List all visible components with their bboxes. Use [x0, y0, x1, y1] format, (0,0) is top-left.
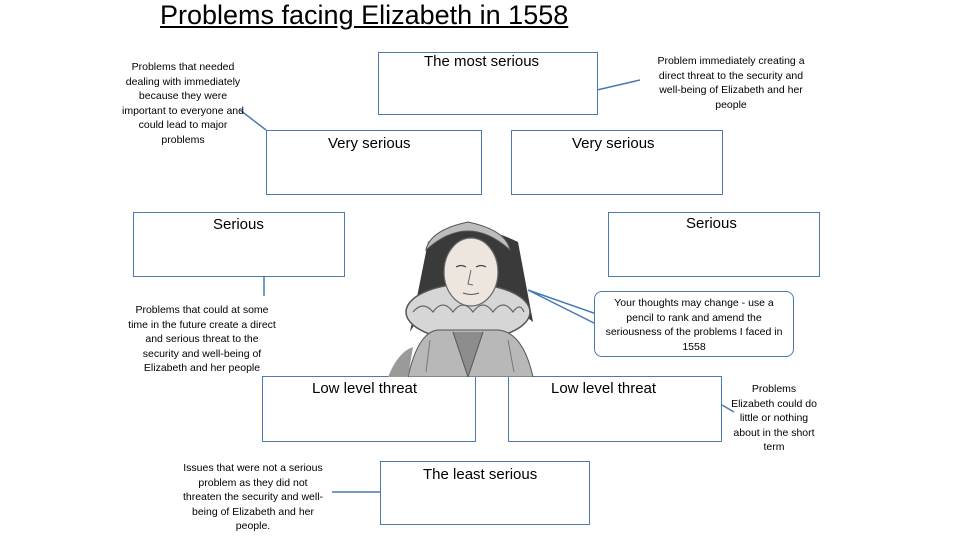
connector-top-left	[239, 109, 267, 131]
label-most-serious: The most serious	[424, 53, 540, 70]
connector-top-right	[596, 79, 641, 91]
box-most-serious[interactable]	[378, 52, 598, 115]
page-title: Problems facing Elizabeth in 1558	[160, 0, 569, 30]
box-serious-left[interactable]	[133, 212, 345, 277]
portrait-engraving-icon	[388, 221, 534, 377]
box-least-serious[interactable]	[380, 461, 590, 525]
label-serious-left: Serious	[213, 216, 264, 233]
note-mid-left: Problems that could at some time in the …	[128, 304, 276, 374]
label-serious-right: Serious	[686, 215, 737, 232]
connector-right-low	[721, 404, 735, 413]
label-least-serious: The least serious	[423, 466, 538, 483]
label-very-serious-left: Very serious	[328, 135, 411, 152]
box-serious-right[interactable]	[608, 212, 820, 277]
box-very-serious-right[interactable]	[511, 130, 723, 195]
callout-bubble: Your thoughts may change - use a pencil …	[594, 291, 794, 357]
note-bottom-left: Issues that were not a serious problem a…	[182, 462, 324, 532]
note-top-left: Problems that needed dealing with immedi…	[122, 61, 244, 146]
label-low-right: Low level threat	[551, 380, 657, 397]
label-low-left: Low level threat	[312, 380, 418, 397]
note-top-right: Problem immediately creating a direct th…	[657, 55, 805, 111]
portrait-image	[388, 221, 534, 377]
note-right-low: Problems Elizabeth could do little or no…	[731, 383, 817, 453]
box-low-right[interactable]	[508, 376, 722, 442]
box-low-left[interactable]	[262, 376, 476, 442]
label-very-serious-right: Very serious	[572, 135, 655, 152]
box-very-serious-left[interactable]	[266, 130, 482, 195]
